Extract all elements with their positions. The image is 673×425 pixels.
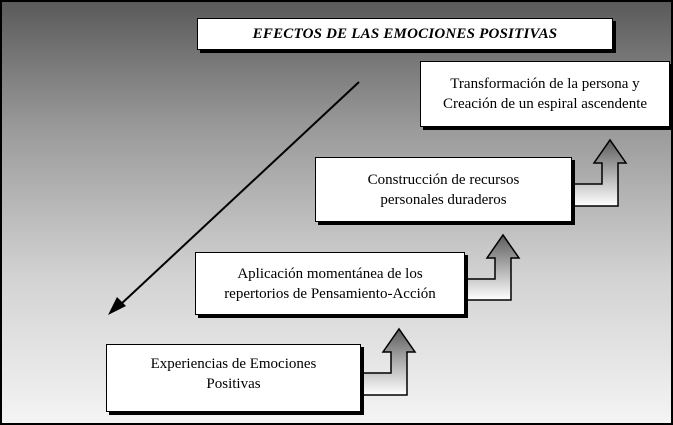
step-label-line: Construcción de recursos [367, 171, 520, 188]
step-label-line: Positivas [206, 376, 261, 392]
step-label-line: Experiencias de Emociones [150, 356, 317, 372]
step-up-arrow-icon [360, 327, 417, 396]
step-box-transformacion: Transformación de la persona y Creación … [420, 61, 670, 127]
step-label-line: Transformación de la persona y [450, 76, 640, 92]
step-label-line: Aplicación momentánea de los [237, 265, 423, 282]
step-up-arrow-icon [464, 233, 521, 301]
step-box-aplicacion: Aplicación momentánea de los repertorios… [195, 252, 465, 315]
step-label-line: personales duraderos [380, 191, 507, 208]
step-box-construccion: Construcción de recursos personales dura… [315, 157, 572, 222]
diagram-title-text: EFECTOS DE LAS EMOCIONES POSITIVAS [252, 26, 558, 42]
step-label-line: Creación de un espiral ascendente [442, 96, 648, 112]
step-up-arrow-icon [571, 138, 628, 207]
diagonal-arrow-icon [108, 81, 360, 315]
step-box-experiencias: Experiencias de Emociones Positivas [106, 344, 361, 412]
step-label-line: repertorios de Pensamiento-Acción [224, 285, 436, 302]
diagram-title: EFECTOS DE LAS EMOCIONES POSITIVAS [197, 18, 613, 50]
